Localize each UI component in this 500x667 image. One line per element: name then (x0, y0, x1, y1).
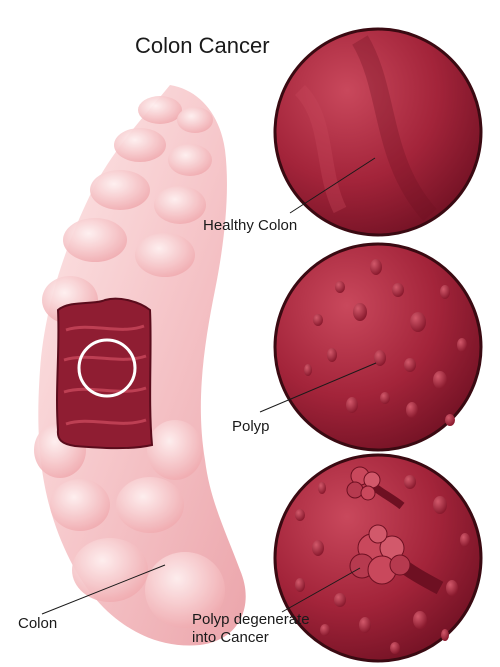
colon-label: Colon (18, 615, 58, 632)
polyp-bumps (304, 259, 467, 426)
cancer-label-line2: into Cancer (192, 629, 269, 646)
cancer-pointer (281, 567, 361, 613)
colon-folds (63, 324, 147, 426)
colon-opened-section (56, 297, 154, 450)
colon-pointer (41, 564, 166, 615)
cancer-label-line1: Polyp degenerate (192, 611, 310, 628)
small-tumor (346, 466, 405, 510)
cancer-label: Polyp degenerate into Cancer (192, 611, 310, 647)
healthy-colon-circle (273, 27, 483, 237)
polyp-circle (273, 242, 483, 452)
large-tumor (349, 524, 444, 595)
colon-drawing (34, 85, 246, 646)
healthy-colon-label: Healthy Colon (203, 217, 298, 234)
healthy-colon-pointer (289, 157, 376, 214)
diagram-title: Colon Cancer (135, 33, 270, 58)
polyp-pointer (259, 362, 377, 413)
cancer-circle (273, 453, 483, 663)
colon-zoom-circle (77, 338, 137, 398)
cancer-bumps (295, 475, 470, 654)
polyp-label: Polyp (232, 418, 270, 435)
